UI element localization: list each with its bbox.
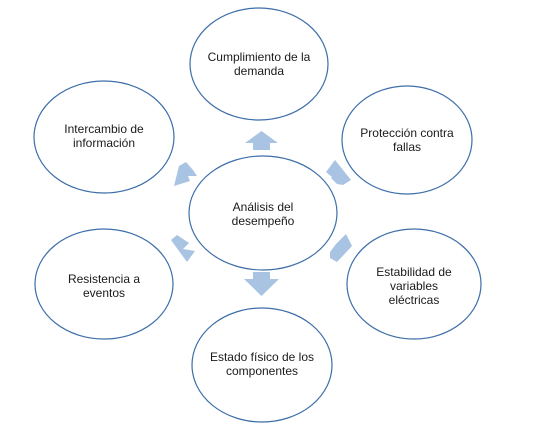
node-intercambio-ellipse: [33, 80, 175, 194]
node-estabilidad-label: Estabilidad de variables eléctricas: [376, 265, 452, 307]
center-label: Análisis del desempeño: [231, 200, 295, 228]
arrow-down-right-icon: [330, 234, 352, 262]
arrow-up-icon: [245, 131, 278, 150]
node-resistencia-ellipse: [34, 228, 174, 340]
node-estado-label: Estado físico de los componentes: [209, 350, 315, 378]
arrow-up-right-icon: [326, 160, 351, 185]
arrow-down-icon: [244, 272, 279, 296]
node-resistencia-label: Resistencia a eventos: [67, 272, 141, 300]
node-cumplimiento-ellipse: [189, 7, 329, 121]
node-intercambio-label: Intercambio de información: [64, 122, 144, 150]
node-proteccion-ellipse: [341, 85, 473, 195]
node-estado-ellipse: [191, 307, 333, 423]
node-cumplimiento-label: Cumplimiento de la demanda: [207, 50, 311, 78]
node-estabilidad-ellipse: [346, 228, 482, 340]
center-ellipse: [188, 155, 338, 271]
arrow-down-left-icon: [171, 235, 195, 262]
node-proteccion-label: Protección contra fallas: [360, 126, 454, 154]
arrow-up-left-icon: [174, 162, 197, 186]
